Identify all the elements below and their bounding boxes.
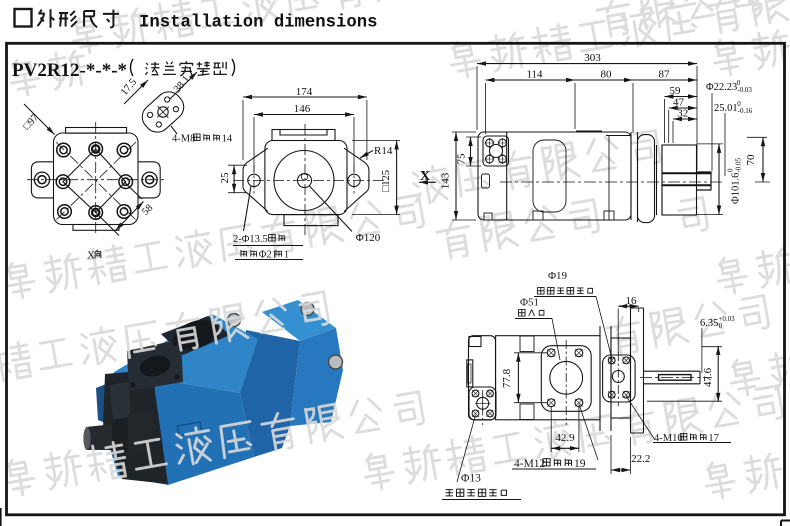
svg-text:Φ51: Φ51 <box>520 297 539 309</box>
svg-text:59: 59 <box>670 85 682 97</box>
svg-text:58: 58 <box>140 203 155 218</box>
svg-text:114: 114 <box>526 69 543 81</box>
svg-text:Φ120: Φ120 <box>356 232 381 244</box>
svg-text:19: 19 <box>574 458 586 470</box>
svg-text:303: 303 <box>584 52 601 64</box>
svg-text:Φ19: Φ19 <box>548 270 568 282</box>
svg-text:17: 17 <box>708 433 719 444</box>
svg-text:Φ22.23-0.030: Φ22.23-0.030 <box>706 79 752 94</box>
svg-text:80: 80 <box>601 69 613 81</box>
svg-text:32: 32 <box>677 108 688 120</box>
svg-text:□125: □125 <box>381 170 392 192</box>
svg-text:R14: R14 <box>374 145 393 157</box>
svg-text:87: 87 <box>659 69 671 81</box>
svg-text:14: 14 <box>222 134 233 145</box>
svg-text:174: 174 <box>296 86 313 98</box>
svg-text:PV2R12-*-*-*: PV2R12-*-*-* <box>12 60 127 81</box>
svg-text:38.1: 38.1 <box>172 74 192 95</box>
svg-text:Φ13: Φ13 <box>461 473 481 485</box>
svg-text:25: 25 <box>219 172 231 184</box>
svg-text:4-M10: 4-M10 <box>654 433 683 444</box>
svg-text:4-M8: 4-M8 <box>172 134 195 145</box>
svg-text:42.9: 42.9 <box>555 432 575 444</box>
svg-text:6.35+0.030: 6.35+0.030 <box>700 315 735 330</box>
svg-text:X: X <box>87 250 95 262</box>
svg-text:□97: □97 <box>21 112 41 132</box>
svg-text:22.2: 22.2 <box>631 453 650 465</box>
svg-text:X: X <box>420 169 430 184</box>
svg-text:143: 143 <box>440 172 452 189</box>
svg-text:Installation dimensions: Installation dimensions <box>139 14 378 33</box>
svg-text:70: 70 <box>745 154 757 166</box>
svg-text:47: 47 <box>673 97 685 109</box>
svg-text:16: 16 <box>626 295 638 307</box>
svg-text:75: 75 <box>456 153 468 165</box>
svg-text:25.01-0.160: 25.01-0.160 <box>714 100 753 115</box>
svg-text:Φ101.6-0.050: Φ101.6-0.050 <box>727 158 743 204</box>
svg-text:1: 1 <box>284 250 289 261</box>
svg-text:47.6: 47.6 <box>702 367 714 387</box>
svg-text:146: 146 <box>294 103 311 115</box>
svg-text:77.8: 77.8 <box>501 368 513 388</box>
svg-text:4-M12: 4-M12 <box>514 458 546 470</box>
svg-text:Φ21: Φ21 <box>259 250 277 261</box>
svg-text:2-Φ13.5: 2-Φ13.5 <box>233 234 268 245</box>
